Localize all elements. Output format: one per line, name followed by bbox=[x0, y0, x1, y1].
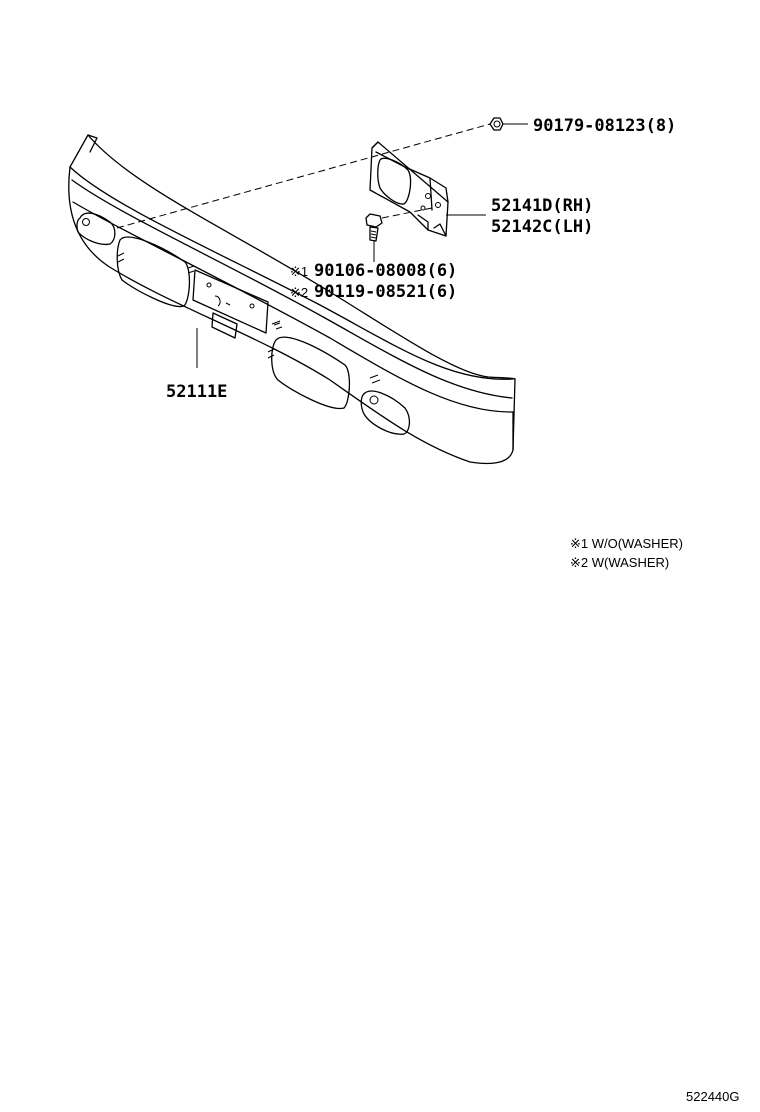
diagram-reference-number: 522440G bbox=[686, 1089, 740, 1104]
assembly-lines bbox=[116, 123, 491, 229]
label-bumper: 52111E bbox=[166, 382, 227, 402]
label-bolt-2-mark: ※2 bbox=[290, 285, 308, 300]
front-bumper-drawing bbox=[68, 134, 516, 465]
note-with-washer: ※2 W(WASHER) bbox=[570, 555, 669, 570]
label-bolt-1-mark: ※1 bbox=[290, 264, 308, 279]
note-without-washer: ※1 W/O(WASHER) bbox=[570, 536, 683, 551]
leader-lines bbox=[196, 123, 528, 368]
flange-nut-drawing bbox=[489, 117, 504, 131]
label-bracket-lh: 52142C(LH) bbox=[491, 217, 593, 237]
label-nut: 90179-08123(8) bbox=[533, 116, 676, 136]
label-bracket-rh: 52141D(RH) bbox=[491, 196, 593, 216]
bumper-arm-bracket-drawing bbox=[369, 141, 449, 237]
bolt-drawing bbox=[365, 213, 383, 242]
label-bolt-2: 90119-08521(6) bbox=[314, 282, 457, 302]
label-bolt-1: 90106-08008(6) bbox=[314, 261, 457, 281]
